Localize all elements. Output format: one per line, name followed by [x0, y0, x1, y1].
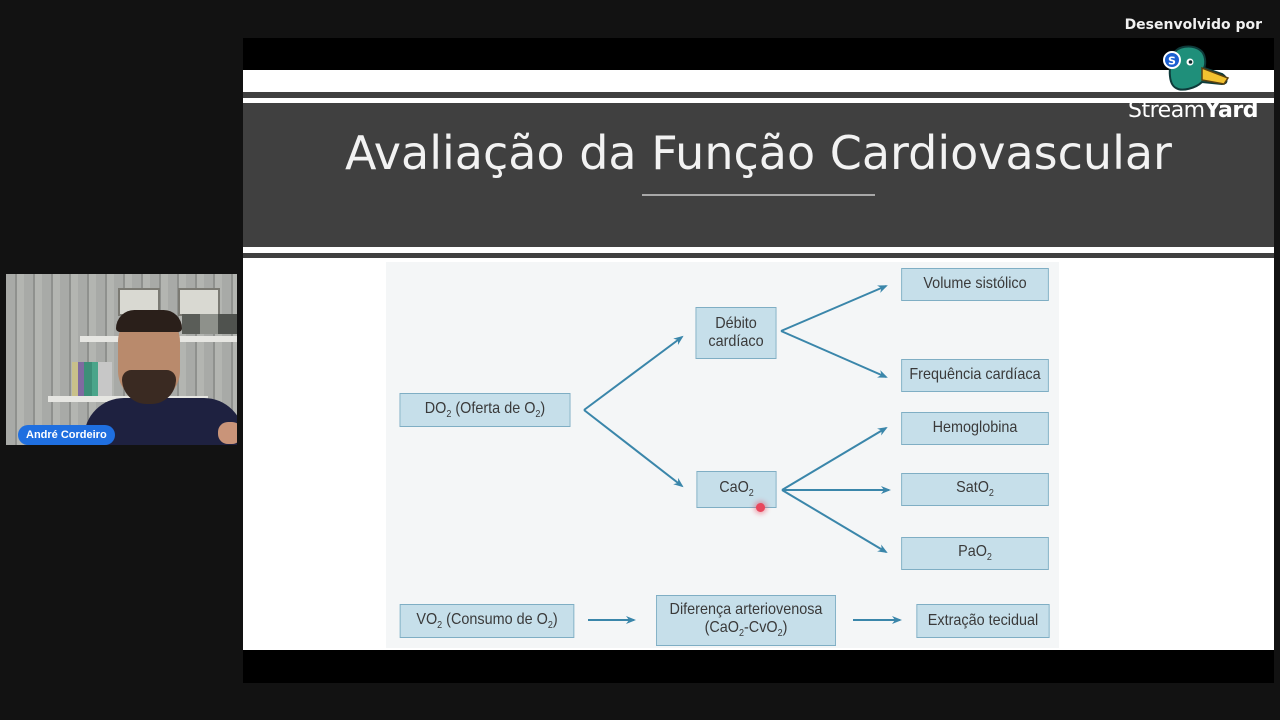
participant-video-tile[interactable]: André Cordeiro — [6, 274, 237, 445]
title-underline — [642, 194, 875, 196]
node-volume-sistolico: Volume sistólico — [901, 268, 1049, 301]
diagram-arrows — [583, 285, 902, 624]
streamyard-duck-logo-icon: S — [1163, 45, 1230, 91]
laser-pointer — [756, 503, 765, 512]
node-debito-cardiaco: Débito cardíaco — [695, 307, 777, 359]
node-do2: DO2 (Oferta de O2) — [399, 393, 571, 427]
node-extracao-tecidual: Extração tecidual — [916, 604, 1050, 638]
participant-name-tag: André Cordeiro — [18, 425, 115, 445]
slide-divider — [243, 253, 1274, 258]
slide-title: Avaliação da Função Cardiovascular — [345, 126, 1172, 180]
node-diferenca-arteriovenosa: Diferença arteriovenosa (CaO2-CvO2) — [656, 595, 836, 646]
developed-by-label: Desenvolvido por — [1124, 17, 1262, 33]
node-frequencia-cardiaca: Frequência cardíaca — [901, 359, 1049, 392]
oxygen-flow-diagram: DO2 (Oferta de O2) Débito cardíaco CaO2 … — [386, 262, 1059, 648]
video-background — [178, 288, 220, 316]
slide-divider — [243, 247, 1274, 253]
node-vo2: VO2 (Consumo de O2) — [399, 604, 575, 638]
participant-figure — [218, 422, 237, 444]
video-background — [72, 362, 112, 396]
node-pao2: PaO2 — [901, 537, 1049, 570]
screen-share-slide: Avaliação da Função Cardiovascular — [243, 38, 1274, 683]
slide-top-band — [243, 70, 1274, 92]
participant-figure — [116, 310, 182, 332]
svg-text:S: S — [1168, 55, 1176, 68]
slide-content: DO2 (Oferta de O2) Débito cardíaco CaO2 … — [243, 258, 1274, 650]
slide-divider — [243, 98, 1274, 103]
video-background — [182, 314, 237, 334]
node-cao2: CaO2 — [696, 471, 777, 508]
slide-divider — [243, 92, 1274, 98]
participant-figure — [122, 370, 176, 404]
node-sato2: SatO2 — [901, 473, 1049, 506]
slide-title-band — [243, 103, 1274, 247]
streamyard-wordmark: StreamYard — [1128, 98, 1258, 123]
node-hemoglobina: Hemoglobina — [901, 412, 1049, 445]
